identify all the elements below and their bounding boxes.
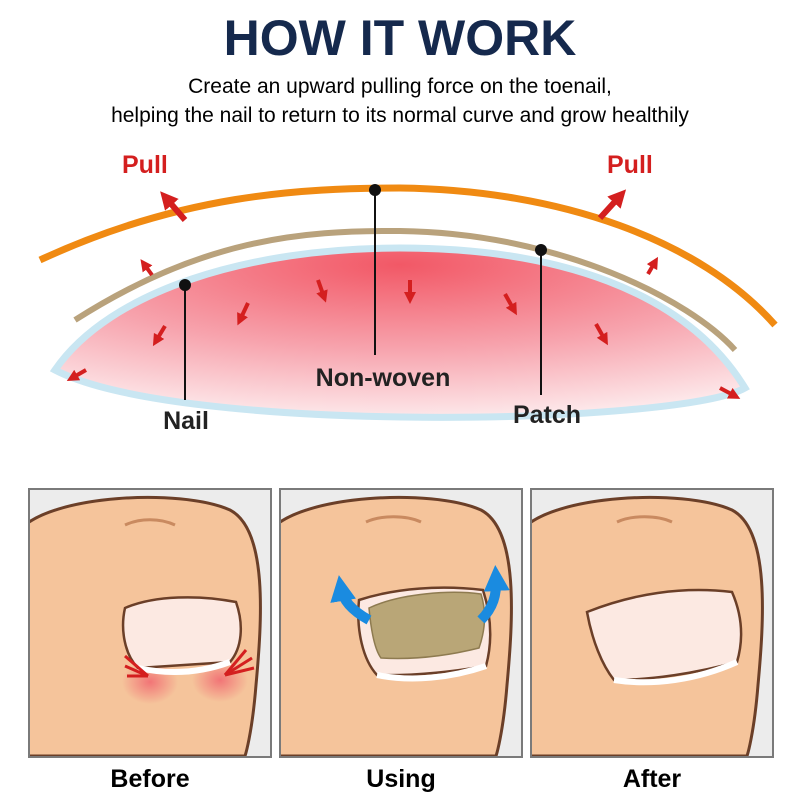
nail-body (49, 244, 750, 421)
nonwoven-label: Non-woven (316, 364, 451, 392)
force-arrows (66, 256, 741, 399)
force-arrow (594, 323, 608, 346)
force-arrow (316, 279, 328, 303)
toe-crease (124, 518, 176, 527)
before-caption: Before (110, 765, 190, 793)
healthy-toenail (585, 588, 743, 682)
nail-leader-dot (179, 279, 191, 291)
toe-crease (616, 515, 673, 524)
force-arrow (140, 259, 154, 277)
force-arrow (152, 324, 167, 347)
using-panel (279, 488, 523, 758)
patch-arc (73, 227, 738, 353)
patch-leader-dot (535, 244, 547, 256)
lift-arrow-right (477, 565, 510, 624)
pull-label-left: Pull (122, 151, 168, 179)
force-arrow (503, 293, 517, 316)
force-arrow (719, 386, 741, 399)
nonwoven-arc (38, 184, 778, 328)
pull-label-right: Pull (607, 151, 653, 179)
pull-arrow-right (597, 189, 627, 221)
nail-free-edge (137, 659, 232, 676)
pain-mark-right (223, 649, 255, 677)
nail-cross-section-diagram: Pull Pull Non-woven Nail Patch (38, 151, 778, 435)
subtitle-line-1: Create an upward pulling force on the to… (188, 75, 612, 98)
before-panel (28, 488, 272, 758)
pain-mark-left (124, 654, 149, 678)
nail-free-edge (613, 659, 739, 686)
nonwoven-leader-dot (369, 184, 381, 196)
page-title: HOW IT WORK (223, 10, 577, 66)
toe-crease (365, 515, 422, 524)
subtitle-line-2: helping the nail to return to its normal… (111, 104, 689, 127)
after-panel (530, 488, 774, 758)
force-arrow (237, 302, 250, 326)
force-arrow (66, 368, 87, 381)
force-arrow (646, 256, 659, 276)
patch-label: Patch (513, 401, 581, 429)
correction-patch (368, 591, 486, 660)
using-caption: Using (366, 765, 436, 793)
ingrown-nail (121, 596, 242, 670)
lift-arrow-left (330, 575, 372, 625)
nail-label: Nail (163, 407, 209, 435)
pull-arrow-left (160, 191, 188, 222)
nail-free-edge (376, 663, 487, 682)
after-caption: After (622, 765, 682, 793)
